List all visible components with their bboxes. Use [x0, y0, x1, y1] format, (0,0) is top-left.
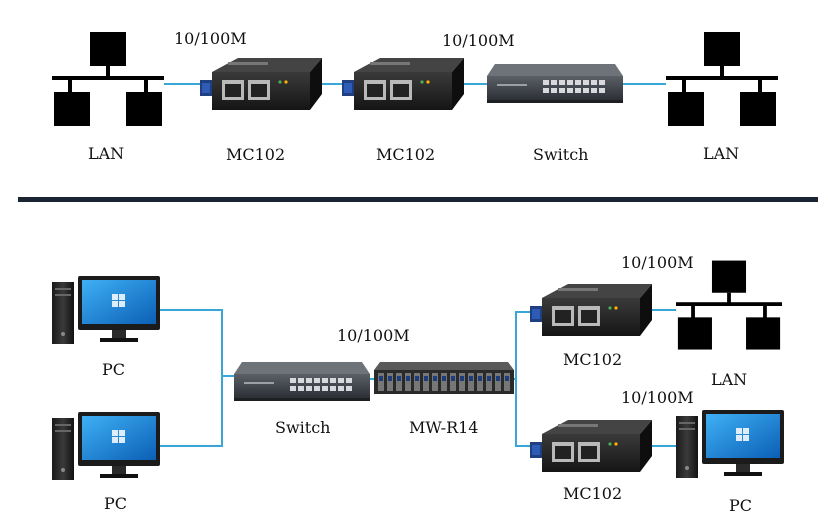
desktop-pc-icon	[52, 412, 160, 480]
mc-label-lower: MC102	[563, 484, 623, 503]
switch-label-bottom: Switch	[275, 418, 331, 437]
switch-label-top: Switch	[533, 145, 589, 164]
speed-label-top-left: 10/100M	[174, 29, 247, 48]
speed-label-top-right: 10/100M	[442, 31, 515, 50]
lan-topology-icon	[52, 32, 164, 126]
section-divider	[18, 197, 818, 202]
media-converter-icon	[530, 420, 652, 472]
mc-label-upper: MC102	[563, 350, 623, 369]
media-converter-icon	[530, 284, 652, 336]
rack-chassis-icon	[374, 362, 514, 394]
speed-label-upper-right: 10/100M	[621, 253, 694, 272]
rack-label: MW-R14	[409, 418, 479, 437]
link-branch-to-mc-lower	[515, 379, 534, 447]
mc-label-top-left: MC102	[226, 145, 286, 164]
desktop-pc-icon	[676, 410, 784, 478]
lan-topology-icon	[676, 260, 782, 350]
lan-label-bottom: LAN	[711, 370, 748, 389]
pc-label-top: PC	[102, 360, 126, 379]
lan-label-top-right: LAN	[703, 144, 740, 163]
media-converter-icon	[200, 58, 322, 110]
link-pc-bottom-to-switch	[158, 376, 223, 447]
network-switch-icon	[487, 64, 623, 103]
pc-label-bottom: PC	[104, 494, 128, 513]
lan-topology-icon	[666, 32, 778, 126]
media-converter-icon	[342, 58, 464, 110]
speed-label-lower-right: 10/100M	[621, 388, 694, 407]
link-branch-to-mc-upper	[515, 311, 534, 379]
bottom-links	[158, 309, 682, 447]
mc-label-top-right: MC102	[376, 145, 436, 164]
link-pc-top-to-switch	[158, 309, 236, 377]
desktop-pc-icon	[52, 276, 160, 344]
pc-label-right: PC	[729, 496, 753, 515]
network-switch-icon	[234, 362, 370, 401]
speed-label-center: 10/100M	[337, 326, 410, 345]
lan-label-top-left: LAN	[88, 144, 125, 163]
